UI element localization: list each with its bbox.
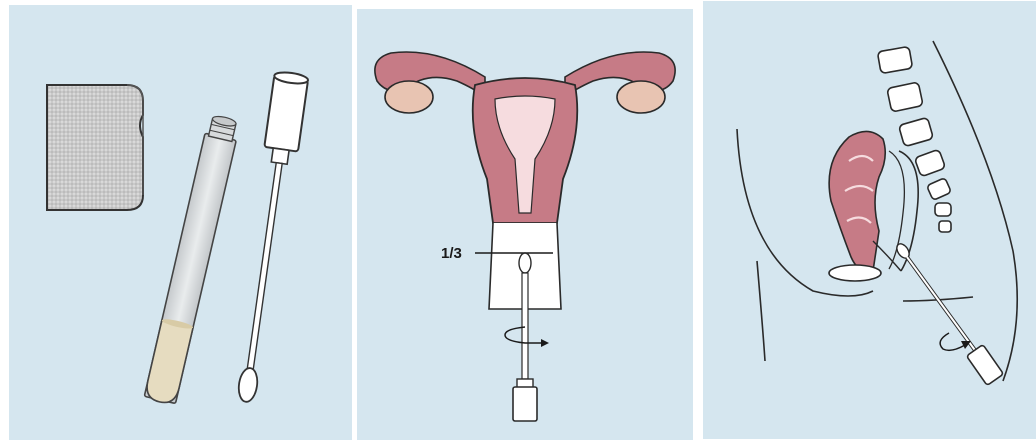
transport-tube (144, 114, 241, 406)
depth-label: 1/3 (441, 245, 462, 262)
panel-supplies (9, 5, 352, 440)
panel-pelvis-sagittal (703, 1, 1036, 439)
bladder (829, 265, 881, 281)
swab-inserted (894, 242, 1003, 386)
uterus-frontal-illustration: 1/3 (357, 9, 693, 440)
uterus (829, 131, 885, 271)
swab (229, 71, 309, 405)
pelvis-sagittal-illustration (703, 1, 1036, 439)
spine (877, 46, 951, 232)
right-ovary (617, 81, 665, 113)
body-outline (737, 41, 1017, 381)
gauze-pad (47, 85, 143, 210)
panel-uterus-frontal: 1/3 (357, 9, 693, 440)
supplies-illustration (9, 5, 352, 440)
left-ovary (385, 81, 433, 113)
